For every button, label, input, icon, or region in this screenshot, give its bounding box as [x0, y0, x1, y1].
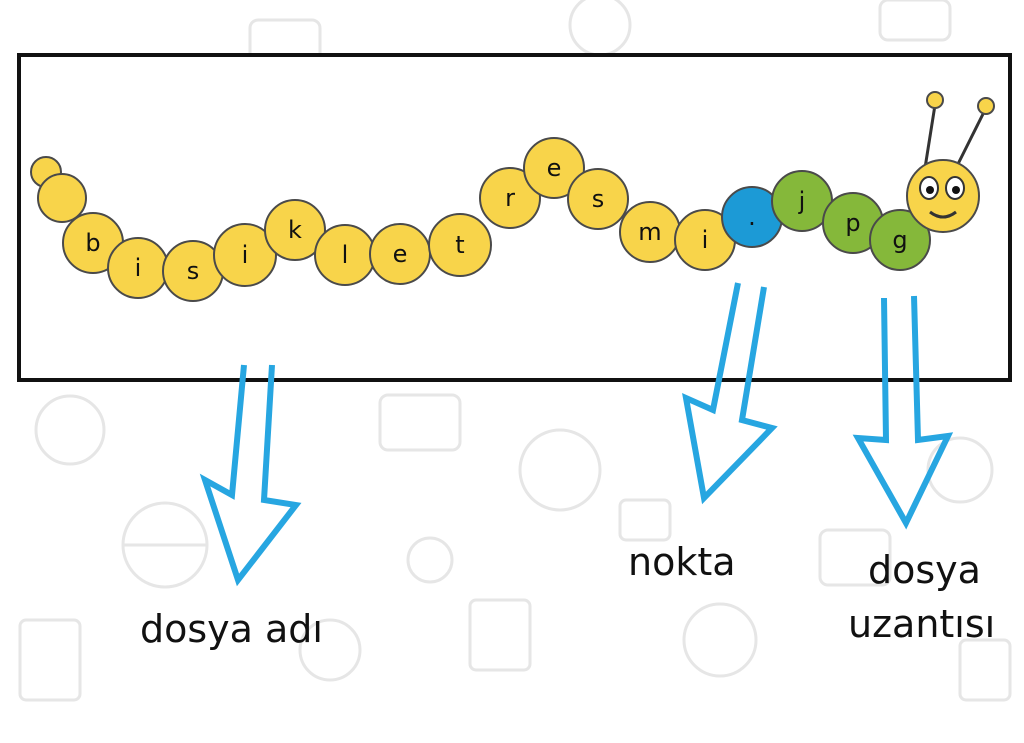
caterpillar-segments: b i s i k l e t r e s m i. j p g [62, 137, 931, 302]
caterpillar-tail [37, 173, 87, 223]
segment-letter: m [638, 218, 661, 246]
arrow-filename [199, 364, 302, 587]
label-filename: dosya adı [140, 607, 323, 651]
segment-letter: s [592, 185, 605, 213]
segment-body [869, 209, 931, 271]
caterpillar-head [906, 91, 995, 233]
label-dot: nokta [628, 540, 736, 584]
caterpillar-segment: r [479, 167, 541, 229]
segment-body [479, 167, 541, 229]
segment-letter: e [393, 240, 408, 268]
segment-letter: i [135, 254, 142, 282]
caterpillar: b i s i k l e t r e s m i. j p g [30, 91, 995, 302]
caterpillar-segment: t [428, 213, 492, 277]
caterpillar-segment: g [869, 209, 931, 271]
segment-letter: . [748, 203, 756, 231]
segment-letter: g [892, 226, 907, 254]
smile-icon [929, 210, 957, 219]
segment-letter: k [288, 216, 302, 244]
label-extension-line2: uzantısı [848, 602, 995, 646]
segment-body [428, 213, 492, 277]
segment-letter: i [702, 226, 709, 254]
segment-letter: l [342, 241, 349, 269]
segment-body [523, 137, 585, 199]
segment-letter: r [505, 184, 515, 212]
caterpillar-segment: e [523, 137, 585, 199]
segment-letter: i [242, 241, 249, 269]
segment-letter: j [798, 187, 806, 215]
caterpillar-segment: i [107, 237, 169, 299]
arrow-dot [682, 282, 778, 505]
segment-letter: e [547, 154, 562, 182]
segment-letter: p [845, 209, 860, 237]
caterpillar-segment: m [619, 201, 681, 263]
label-extension-line1: dosya [868, 548, 981, 592]
segment-body [213, 223, 277, 287]
caterpillar-segment: j [771, 170, 833, 232]
doodle-background [18, 0, 1012, 702]
segment-letter: t [455, 231, 464, 259]
caterpillar-segment: s [567, 168, 629, 230]
segment-letter: s [187, 257, 200, 285]
caterpillar-segment: k [264, 199, 326, 261]
caterpillar-segment: l [314, 224, 376, 286]
antenna-tip [926, 91, 944, 109]
arrow-extension [852, 295, 954, 530]
caterpillar-segment: b [62, 212, 124, 274]
antenna-tip [977, 97, 995, 115]
segment-letter: b [85, 229, 100, 257]
caterpillar-segment: i [213, 223, 277, 287]
segment-body [567, 168, 629, 230]
caterpillar-segment: e [369, 223, 431, 285]
segment-body [264, 199, 326, 261]
